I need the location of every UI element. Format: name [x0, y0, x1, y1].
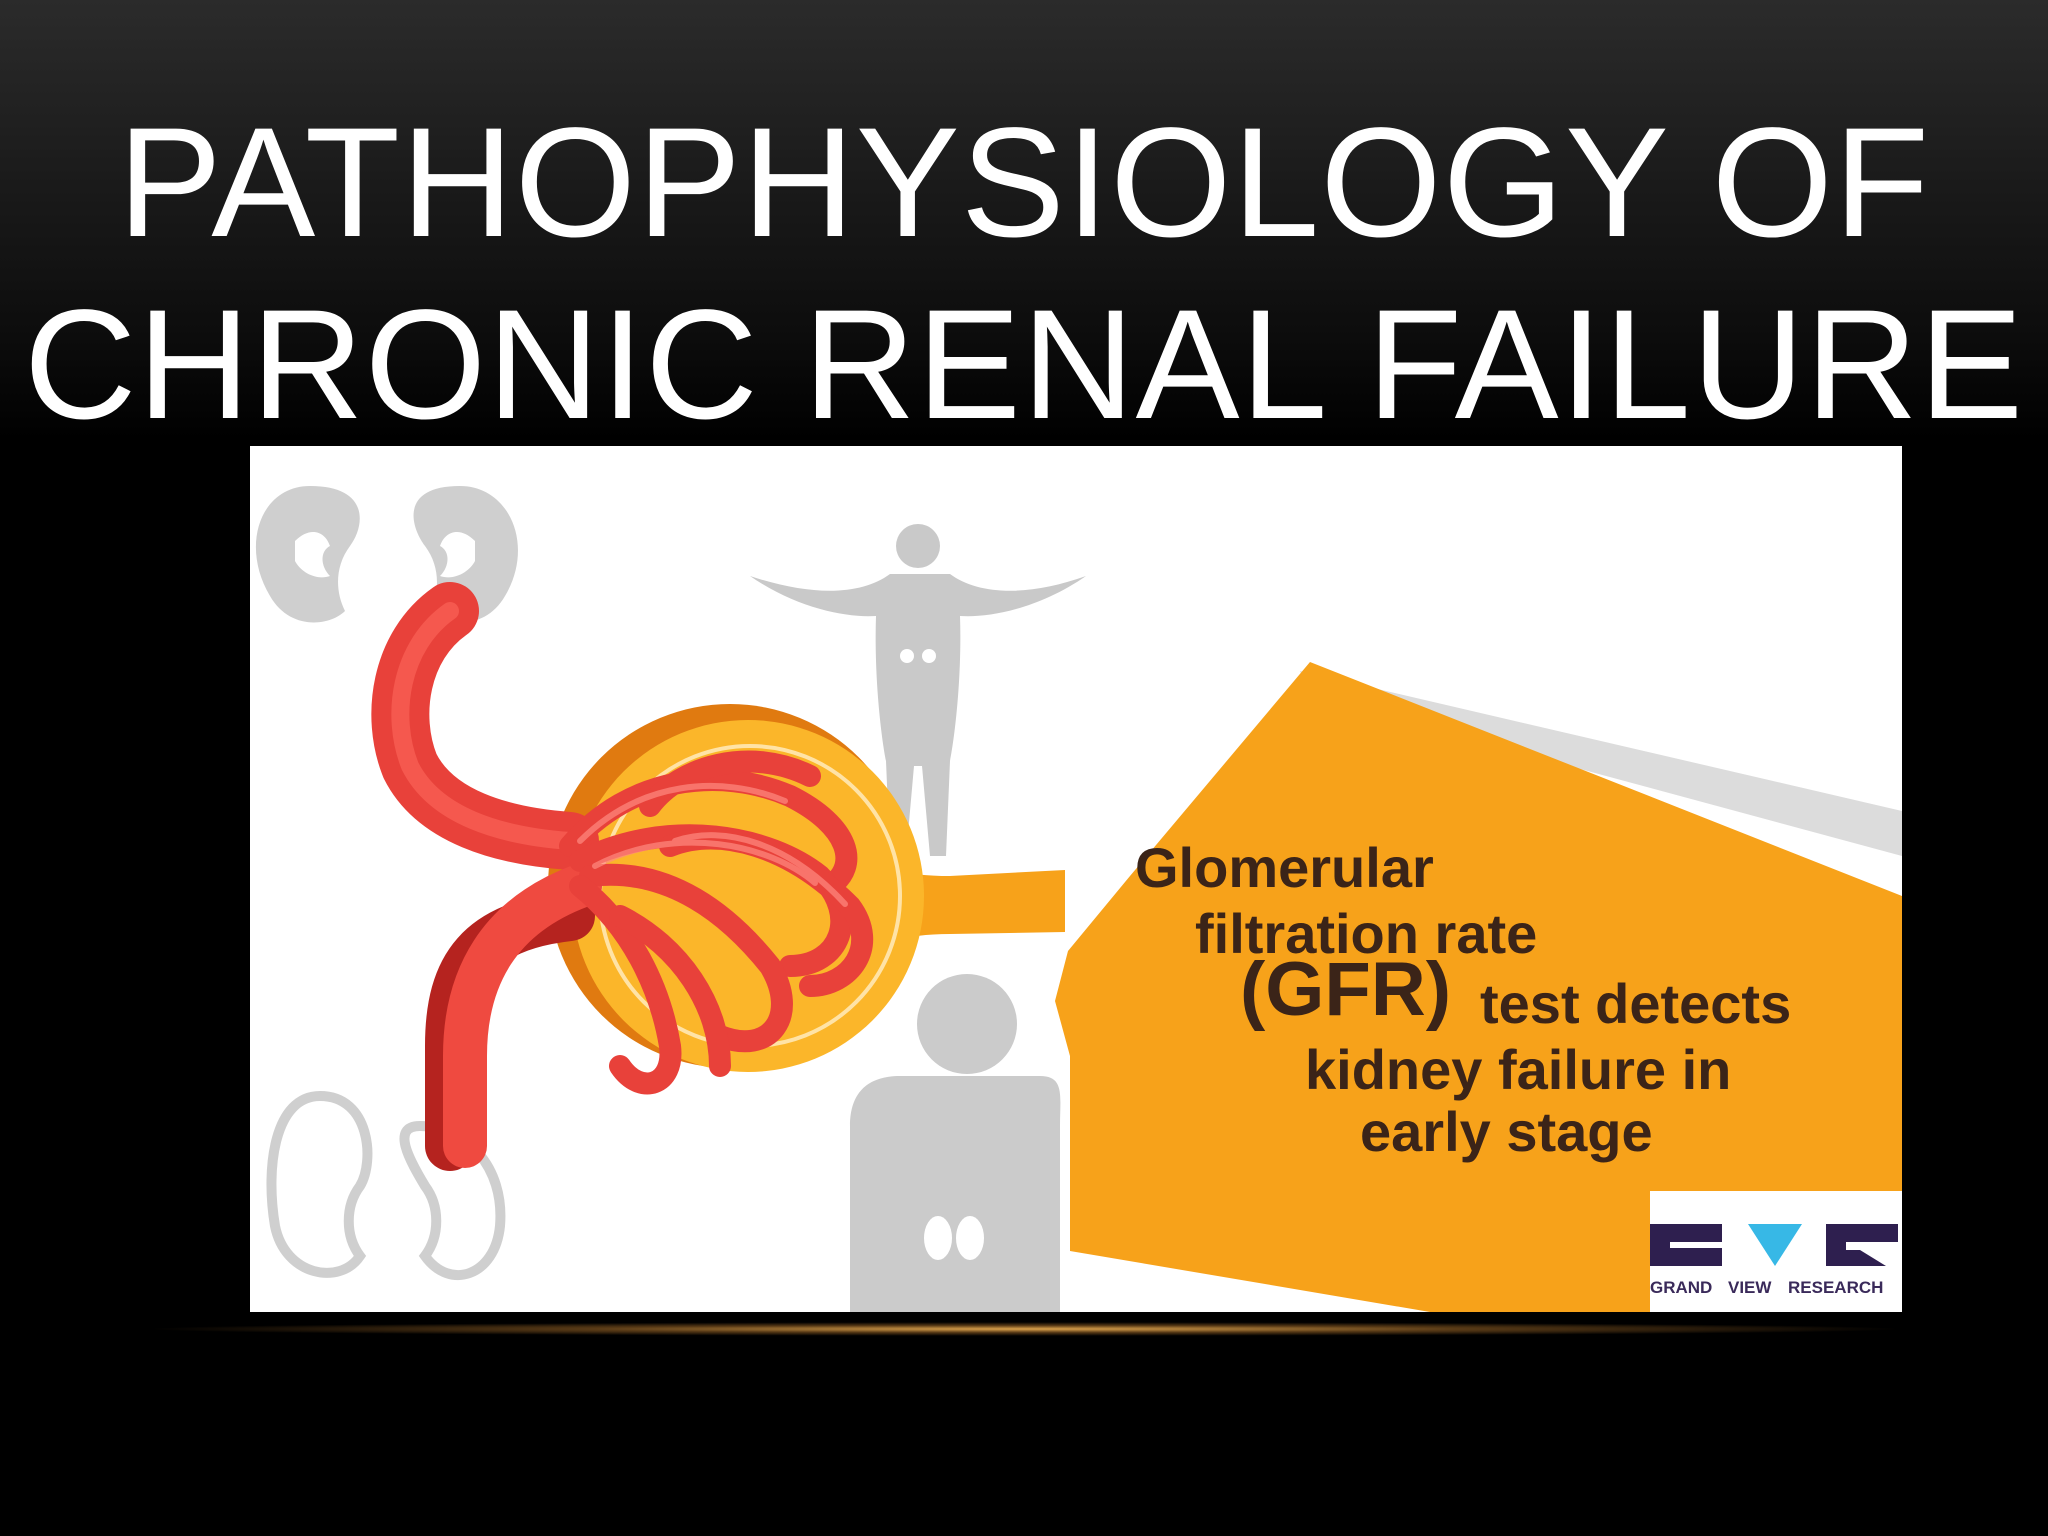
glomerulus-icon [371, 582, 924, 1171]
torso-kidney-icon [850, 974, 1061, 1312]
logo-word-1: GRAND [1650, 1278, 1713, 1297]
illustration-art [255, 486, 1902, 1312]
caption-gfr-acronym: (GFR) [1240, 947, 1452, 1032]
gold-divider [140, 1322, 1910, 1336]
title-line-2: CHRONIC RENAL FAILURE [23, 278, 2025, 452]
logo-mark-icon [1650, 1224, 1898, 1266]
human-figure-icon [750, 524, 1086, 856]
slide-title: PATHOPHYSIOLOGY OF CHRONIC RENAL FAILURE [0, 92, 2048, 456]
grand-view-research-logo: GRAND VIEW RESEARCH [1650, 1224, 1902, 1304]
gfr-banner [1055, 662, 1902, 1312]
gfr-illustration: Glomerular filtration rate (GFR) test de… [250, 446, 1902, 1312]
caption-line-3: test detects [1480, 972, 1792, 1035]
caption-line-2: filtration rate [1195, 902, 1538, 965]
caption-line-5: early stage [1360, 1100, 1653, 1163]
kidney-pair-icon [255, 486, 518, 623]
caption-line-1: Glomerular [1135, 836, 1434, 899]
caption-line-4: kidney failure in [1305, 1038, 1732, 1101]
logo-word-2: VIEW [1728, 1278, 1772, 1297]
logo-word-3: RESEARCH [1788, 1278, 1884, 1297]
kidney-outline-icon [266, 1090, 506, 1280]
title-line-1: PATHOPHYSIOLOGY OF [117, 96, 1931, 270]
